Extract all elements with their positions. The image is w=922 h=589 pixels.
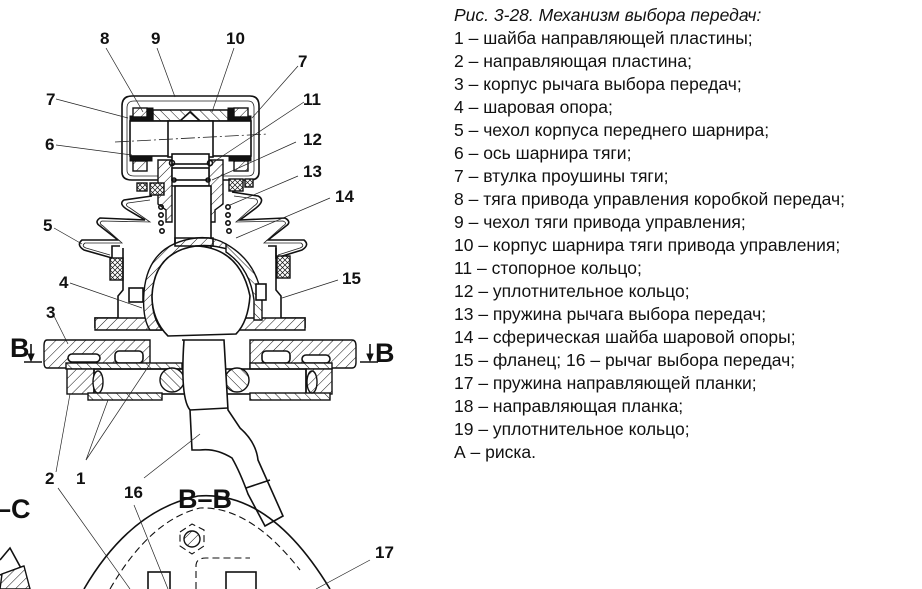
lever-housing-3 [43, 339, 357, 369]
view-bb [83, 494, 331, 589]
legend-item: 18 – направляющая планка; [454, 396, 684, 416]
callout-4: 4 [59, 273, 69, 292]
legend-item: 3 – корпус рычага выбора передач; [454, 74, 742, 94]
callout-1: 1 [76, 469, 85, 488]
legend-item: 14 – сферическая шайба шаровой опоры; [454, 327, 796, 347]
boot-9-housing [121, 95, 260, 187]
callout-10: 10 [226, 29, 245, 48]
callout-9: 9 [151, 29, 160, 48]
legend-item: 2 – направляющая пластина; [454, 51, 692, 71]
callout-5: 5 [43, 216, 52, 235]
view-cc-partial [0, 546, 31, 589]
legend-item: 17 – пружина направляющей планки; [454, 373, 757, 393]
callout-15: 15 [342, 269, 361, 288]
section-label-b-right: B [375, 338, 395, 368]
spring-13 [158, 204, 233, 235]
rod-8-lugs [132, 107, 249, 172]
callout-8: 8 [100, 29, 109, 48]
legend-item: 10 – корпус шарнира тяги привода управле… [454, 235, 841, 255]
legend-item: 13 – пружина рычага выбора передач; [454, 304, 767, 324]
callout-3: 3 [46, 303, 55, 322]
legend-item: 9 – чехол тяги привода управления; [454, 212, 746, 232]
selector-lever-16 [182, 339, 285, 528]
callout-14: 14 [335, 187, 354, 206]
legend-item: 11 – стопорное кольцо; [454, 258, 642, 278]
callout-13: 13 [303, 162, 322, 181]
joint-axis-6 [114, 120, 269, 158]
figure-caption-title: Рис. 3-28. Механизм выбора передач: [454, 5, 762, 25]
legend-item: 1 – шайба направляющей пластины; [454, 28, 753, 48]
mechanism-cross-section-drawing: 8 9 10 7 7 11 6 12 13 14 5 4 15 3 2 1 16… [0, 29, 395, 589]
legend-item: 7 – втулка проушины тяги; [454, 166, 669, 186]
legend-item: 8 – тяга привода управления коробкой пер… [454, 189, 845, 209]
section-marks [24, 344, 378, 363]
legend-item: 15 – фланец; 16 – рычаг выбора передач; [454, 350, 796, 370]
legend-item: 19 – уплотнительное кольцо; [454, 419, 690, 439]
callout-17: 17 [375, 543, 394, 562]
legend-list: 1 – шайба направляющей пластины; 2 – напр… [454, 27, 922, 464]
section-label-b-left: B [10, 333, 30, 363]
leader-lines [53, 47, 371, 589]
callout-7-left: 7 [46, 90, 55, 109]
ball-joint-4 [128, 236, 267, 337]
legend-item: А – риска. [454, 442, 537, 462]
figure-legend: Рис. 3-28. Механизм выбора передач: 1 – … [454, 4, 922, 464]
callout-12: 12 [303, 130, 322, 149]
legend-item: 12 – уплотнительное кольцо; [454, 281, 690, 301]
legend-item: 5 – чехол корпуса переднего шарнира; [454, 120, 770, 140]
lever-16-step [245, 479, 271, 489]
callout-16: 16 [124, 483, 143, 502]
callout-11: 11 [303, 90, 321, 109]
callout-6: 6 [45, 135, 54, 154]
section-label-cc: –C [0, 494, 31, 524]
legend-item: 4 – шаровая опора; [454, 97, 613, 117]
callout-2: 2 [45, 469, 54, 488]
section-label-bb: B–B [178, 484, 232, 514]
seal-rings [136, 178, 254, 196]
legend-item: 6 – ось шарнира тяги; [454, 143, 632, 163]
callout-7-right: 7 [298, 52, 307, 71]
